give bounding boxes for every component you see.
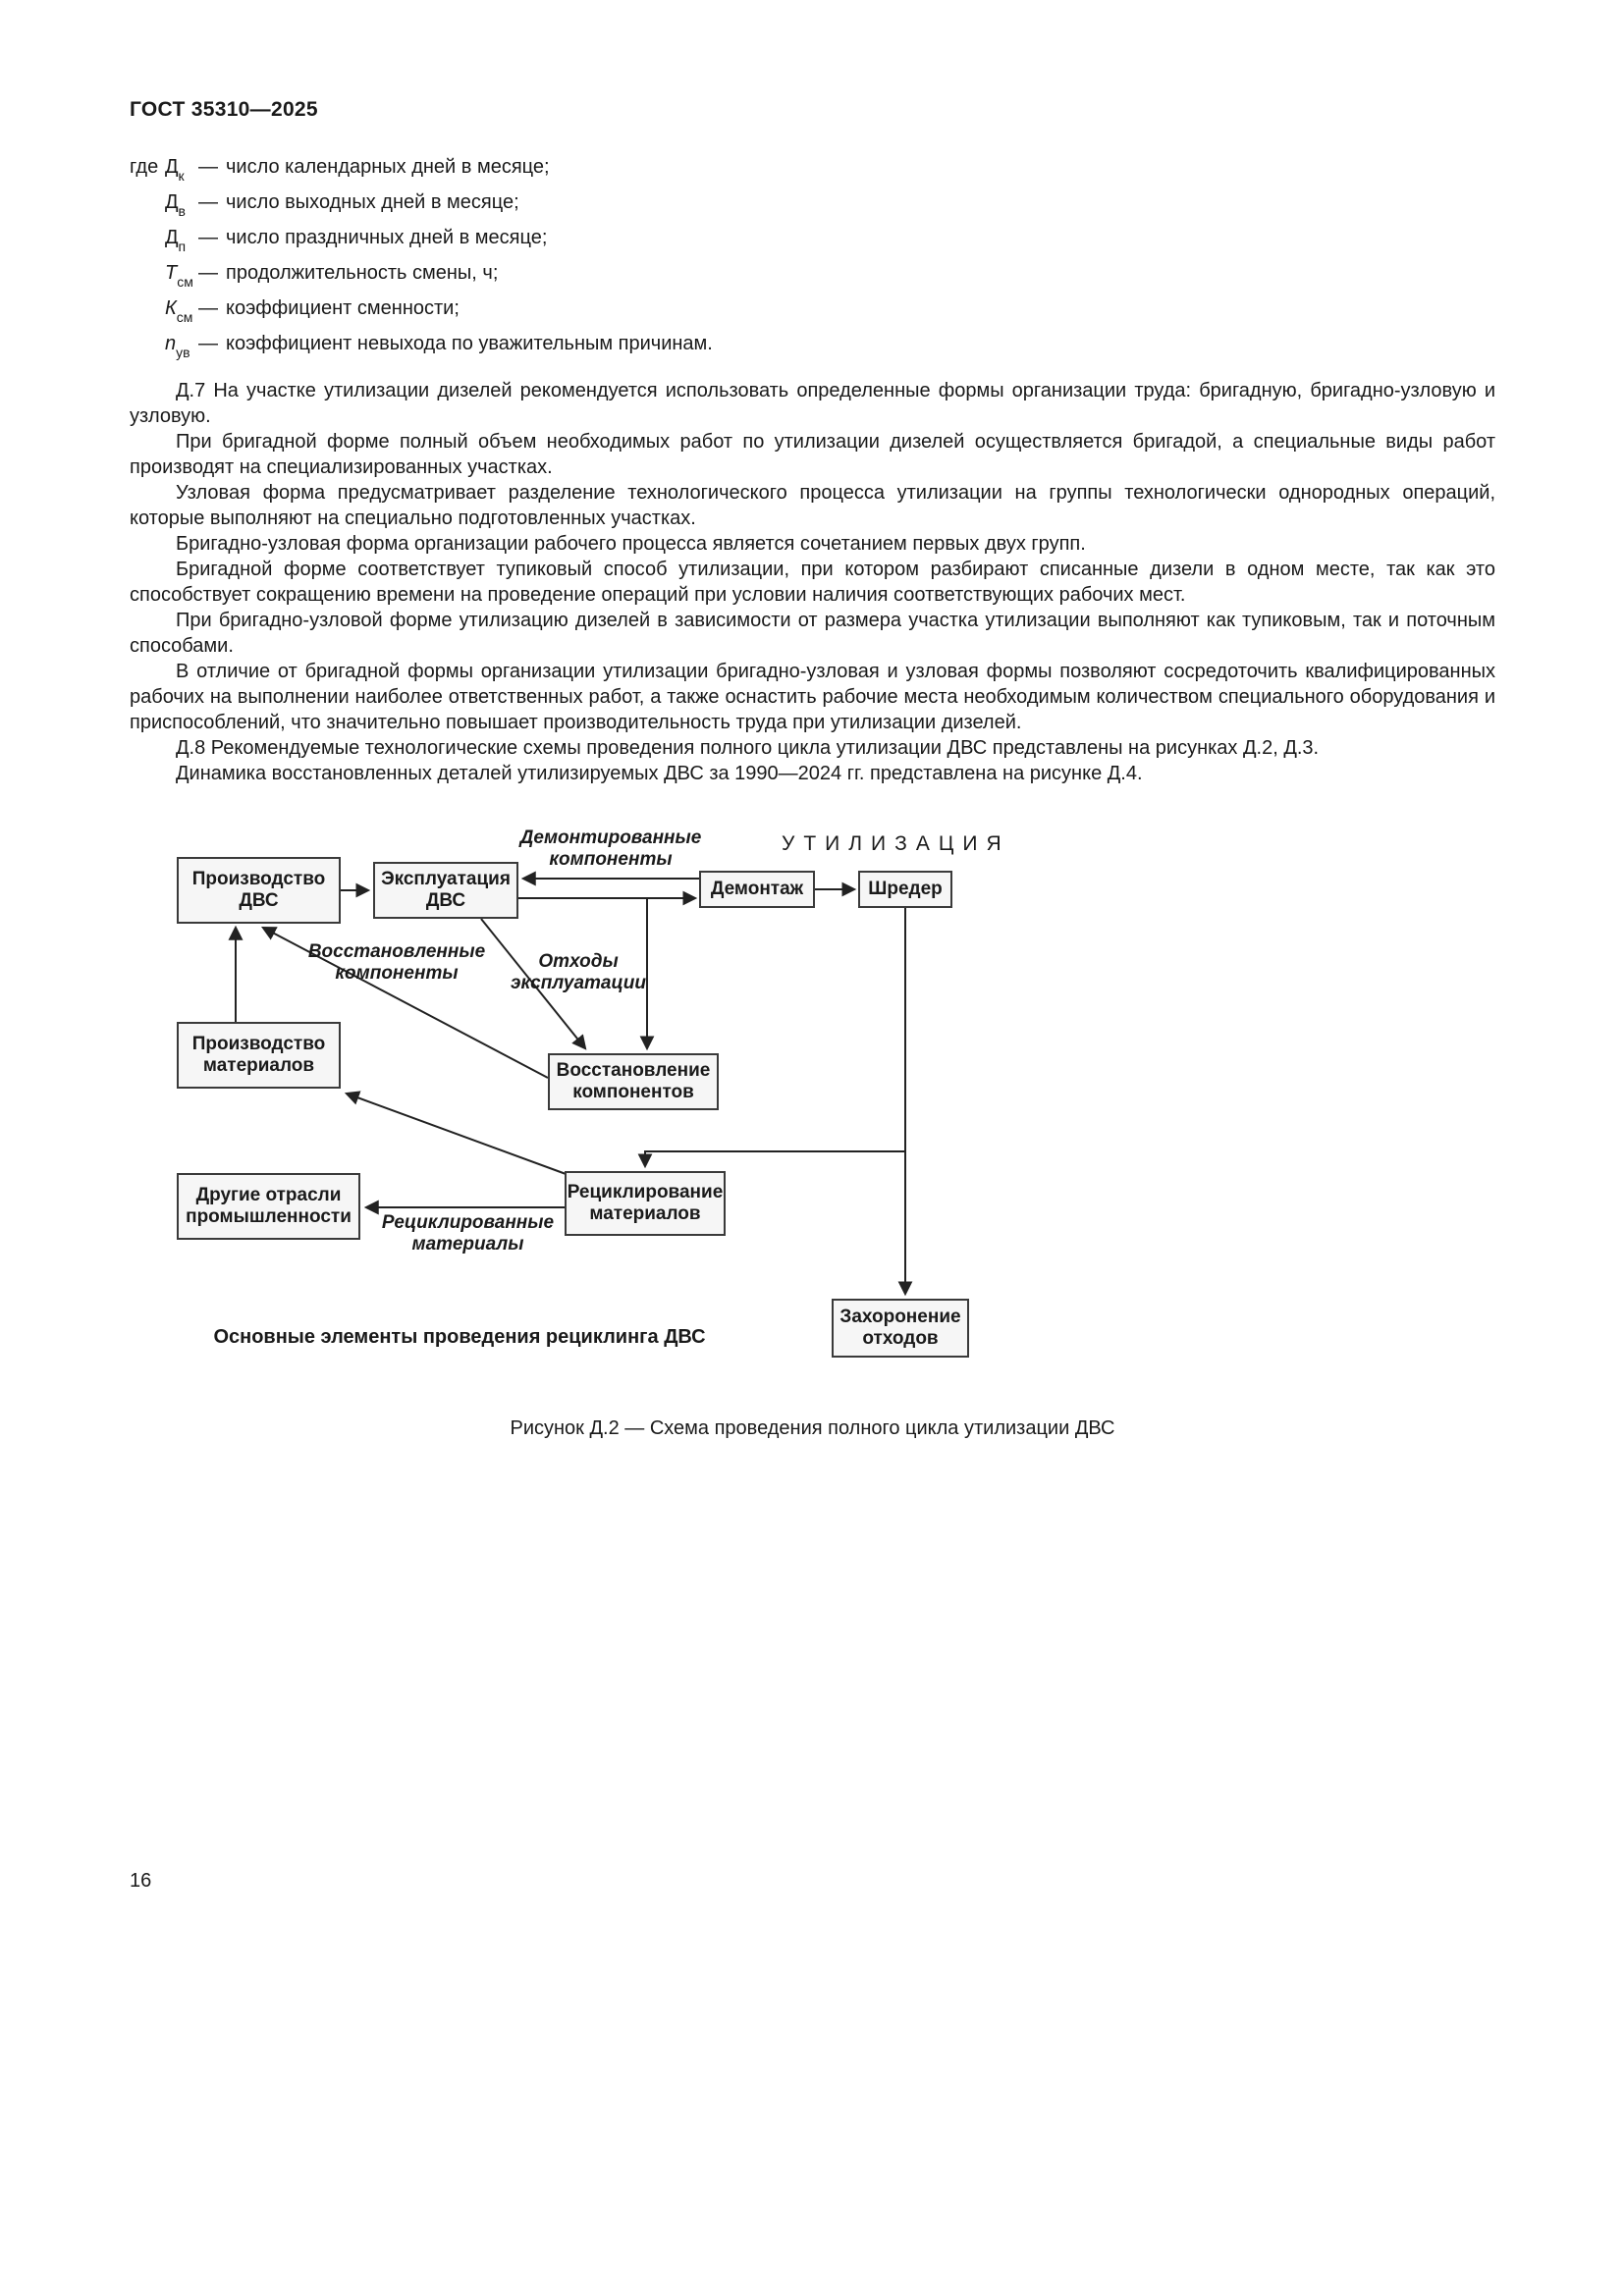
definition-intro: где [130, 156, 159, 178]
definition-term: nув [165, 333, 190, 360]
paragraph: При бригадно-узловой форме утилизацию ди… [130, 610, 1495, 657]
definition-row: Дв — число выходных дней в месяце; [130, 190, 1495, 221]
definitions-list: где Дк — число календарных дней в месяце… [130, 155, 1495, 362]
definition-row: nув — коэффициент невыхода по уважительн… [130, 332, 1495, 362]
definition-dash: — [198, 156, 218, 178]
definition-term: Дп [165, 227, 187, 254]
definition-text: число праздничных дней в месяце; [226, 227, 548, 248]
paragraph: Узловая форма предусматривает разделение… [130, 482, 1495, 529]
definition-text: коэффициент сменности; [226, 297, 460, 319]
definition-dash: — [198, 333, 218, 354]
label-waste-exploitation: Отходы эксплуатации [511, 951, 646, 993]
definition-dash: — [198, 262, 218, 284]
diagram-box-waste-burial: Захоронение отходов [832, 1299, 969, 1358]
definition-row: где Дк — число календарных дней в месяце… [130, 155, 1495, 186]
definition-row: Дп — число праздничных дней в месяце; [130, 226, 1495, 256]
diagram-box-production-dvs: Производство ДВС [177, 857, 341, 924]
document-header: ГОСТ 35310—2025 [130, 98, 318, 121]
paragraph: Д.8 Рекомендуемые технологические схемы … [176, 737, 1320, 759]
diagram-box-restoration-components: Восстановление компонентов [548, 1053, 719, 1110]
paragraph: Динамика восстановленных деталей утилизи… [176, 763, 1143, 784]
arrow-exploitation-to-restoration [480, 918, 587, 1050]
label-utilization: УТИЛИЗАЦИЯ [782, 832, 1010, 855]
label-dismantled-components: Демонтированные компоненты [519, 828, 702, 870]
definition-row: Ксм — коэффициент сменности; [130, 296, 1495, 327]
definition-dash: — [198, 227, 218, 248]
arrow-recycling-to-materials [344, 1091, 569, 1176]
diagram-box-other-industries: Другие отрасли промышленности [177, 1173, 360, 1240]
diagram-box-shredder: Шредер [858, 871, 952, 908]
diagram-box-recycling-materials: Рециклирование материалов [565, 1171, 726, 1236]
diagram-box-demontage: Демонтаж [699, 871, 815, 908]
definition-term: Ксм [165, 297, 193, 325]
definition-dash: — [198, 191, 218, 213]
diagram-box-production-materials: Производство материалов [177, 1022, 341, 1089]
definition-dash: — [198, 297, 218, 319]
body-text: Д.7 На участке утилизации дизелей рекоме… [130, 378, 1495, 786]
diagram-box-exploitation-dvs: Эксплуатация ДВС [373, 862, 518, 919]
definition-term: Тсм [165, 262, 193, 290]
diagram-arrows [228, 871, 913, 1297]
label-recycled-materials: Рециклированные материалы [381, 1212, 555, 1255]
definition-term: Дк [165, 156, 185, 184]
paragraph: Бригадно-узловая форма организации рабоч… [176, 533, 1086, 555]
paragraph: Бригадной форме соответствует тупиковый … [130, 559, 1495, 606]
page-number: 16 [130, 1870, 152, 1892]
paragraph: При бригадной форме полный объем необход… [130, 431, 1495, 478]
paragraph: В отличие от бригадной формы организации… [130, 661, 1495, 733]
definition-text: продолжительность смены, ч; [226, 262, 499, 284]
arrow-shredder-to-recycling [637, 1150, 905, 1169]
definition-text: число выходных дней в месяце; [226, 191, 519, 213]
definition-text: коэффициент невыхода по уважительным при… [226, 333, 713, 354]
definition-text: число календарных дней в месяце; [226, 156, 550, 178]
arrow-restoration-to-production [261, 926, 549, 1079]
definition-row: Тсм — продолжительность смены, ч; [130, 261, 1495, 292]
flow-diagram: Демонтированные компоненты УТИЛИЗАЦИЯ Пр… [130, 828, 1495, 1382]
paragraph: Д.7 На участке утилизации дизелей рекоме… [130, 380, 1495, 427]
diagram-caption: Основные элементы проведения рециклинга … [213, 1326, 706, 1348]
figure-caption: Рисунок Д.2 — Схема проведения полного ц… [510, 1417, 1115, 1439]
definition-term: Дв [165, 191, 186, 219]
label-restored-components: Восстановленные компоненты [307, 941, 486, 984]
